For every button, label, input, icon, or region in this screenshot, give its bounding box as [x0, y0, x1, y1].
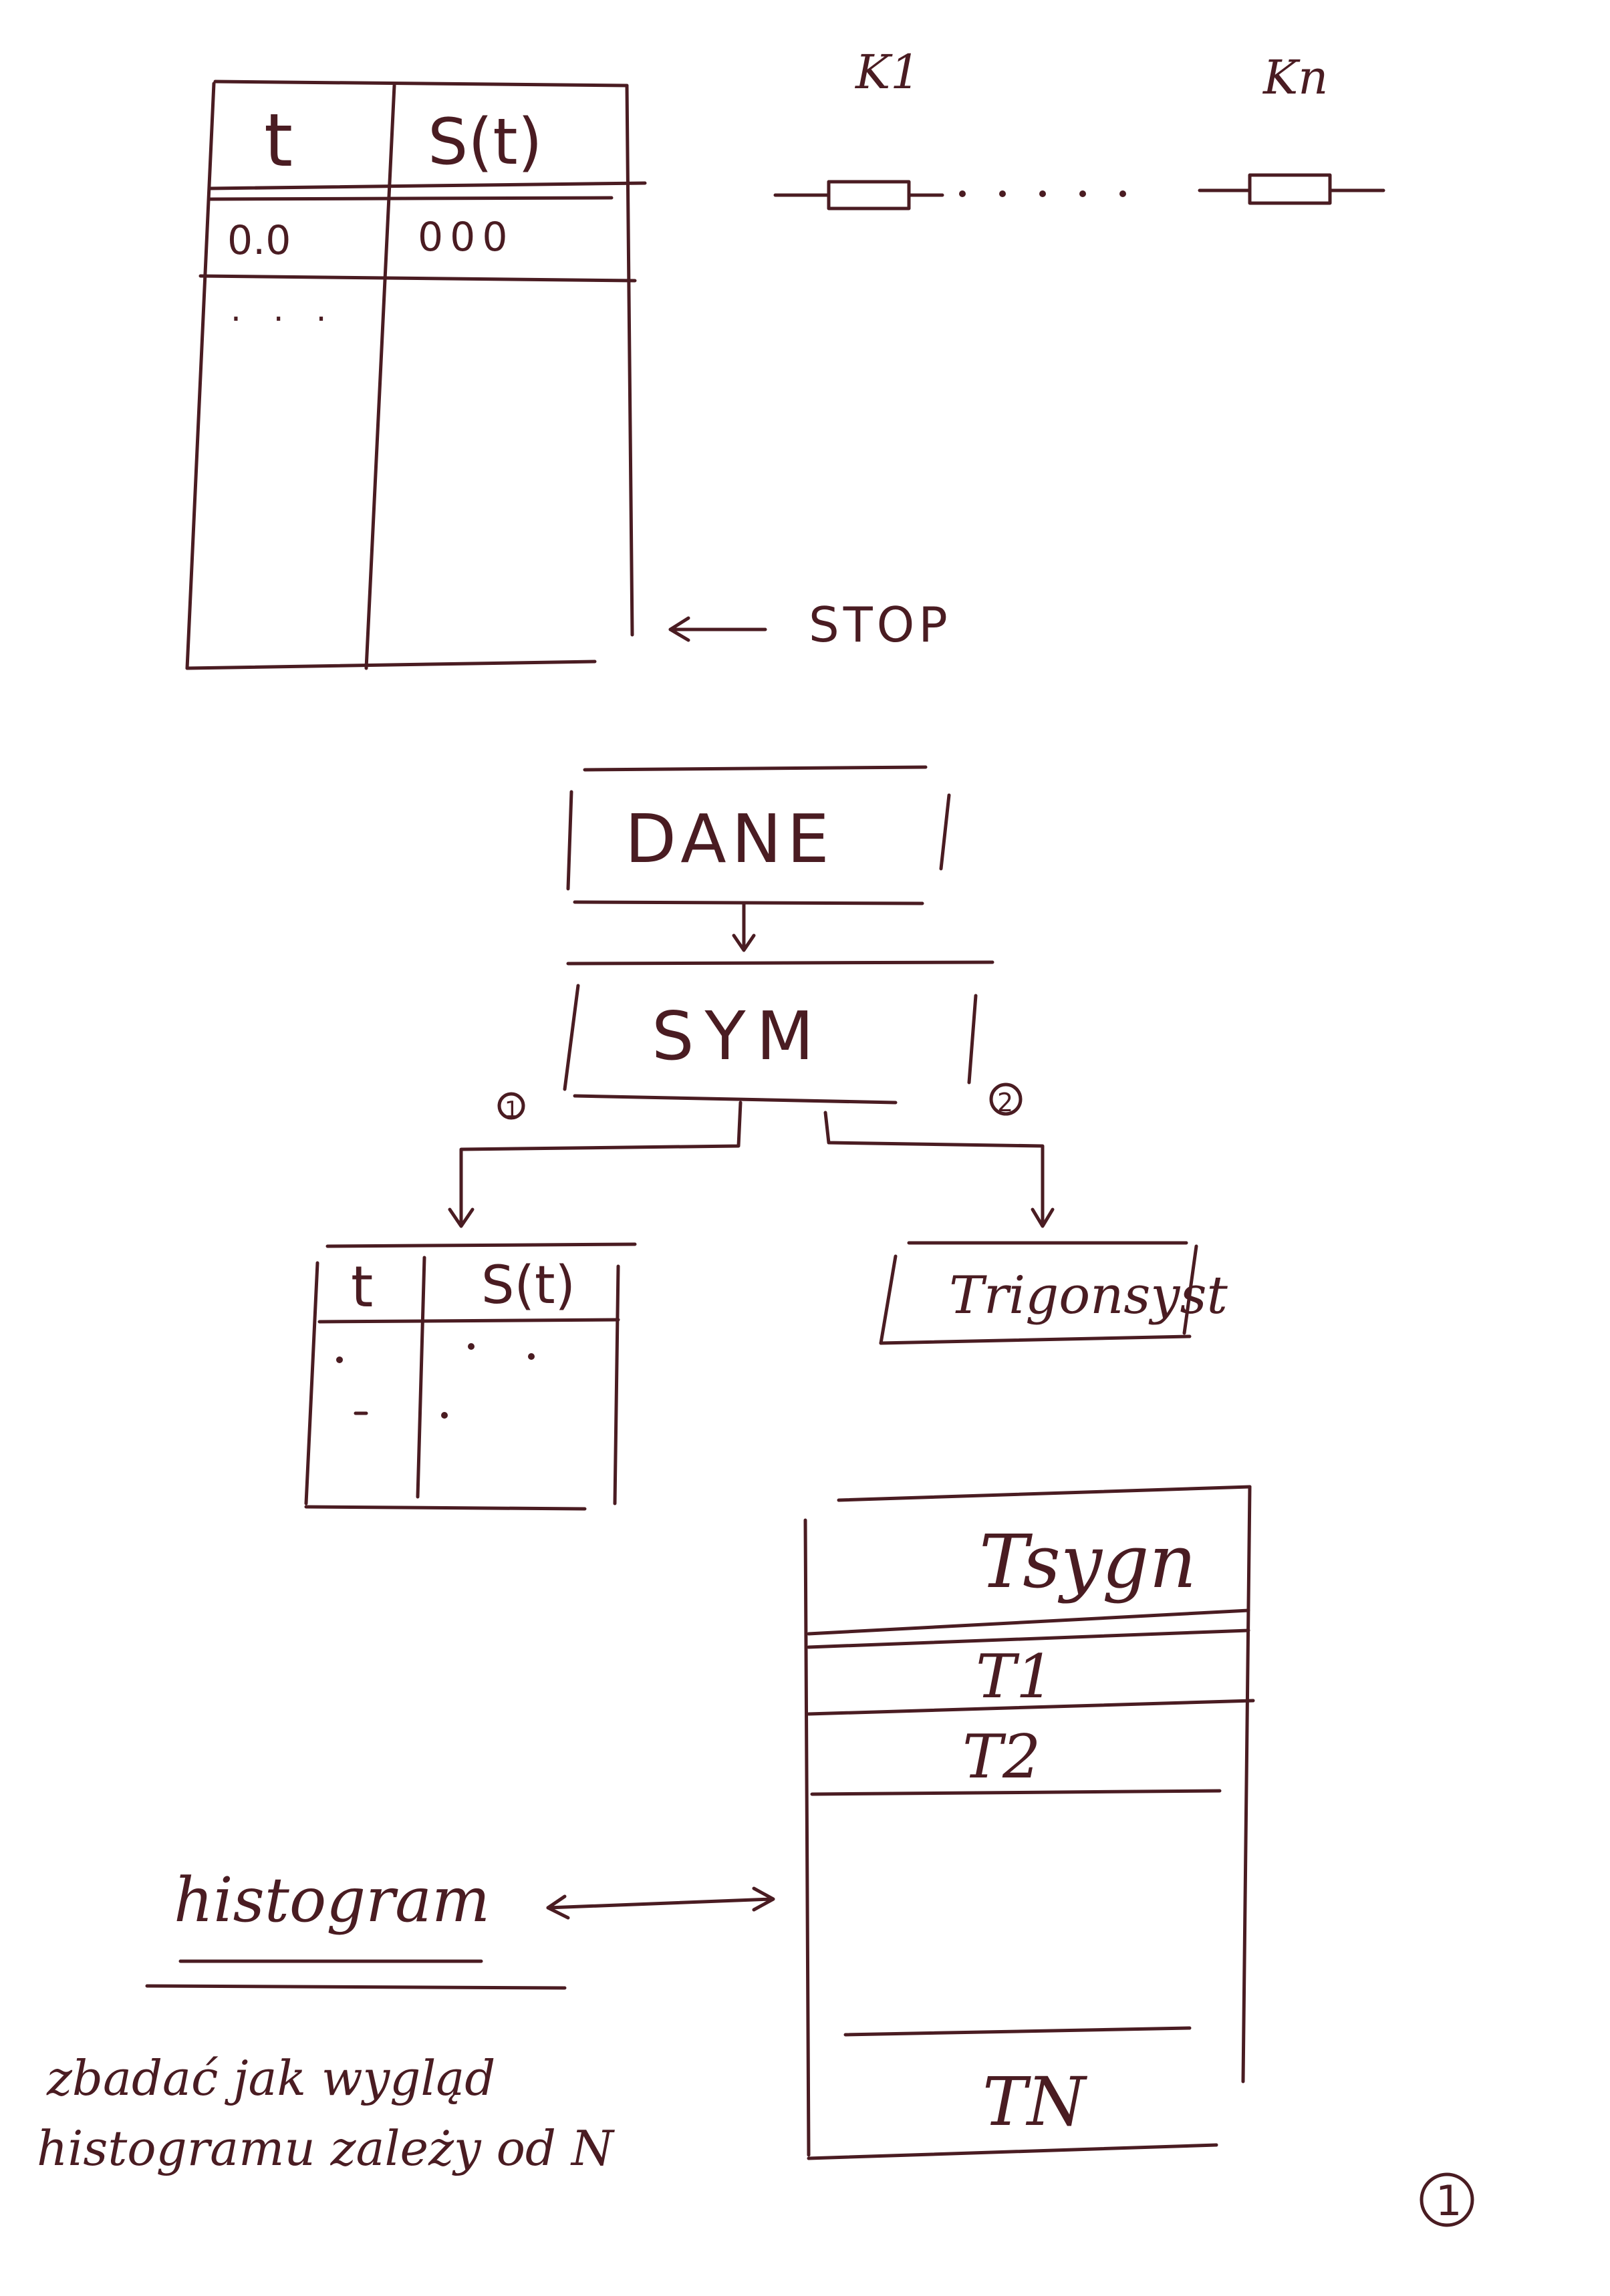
stop-label: STOP	[809, 597, 952, 653]
sym-box: SYM	[563, 960, 994, 1105]
small-table-header-t: t	[351, 1254, 373, 1320]
dane-box: DANE	[566, 765, 951, 905]
trigger-label: Trigonsyst	[949, 1266, 1228, 1326]
top-table-first-st: 000	[418, 214, 515, 261]
histogram-row-2: T2	[962, 1722, 1041, 1792]
branch-1-label: 1	[505, 1097, 519, 1123]
branch-1-marker	[497, 1092, 525, 1120]
resistor-right-label: Kn	[1262, 50, 1328, 105]
resistor-chain: K1 Kn	[773, 45, 1385, 210]
histogram-table: Tsygn T1 T2 TN	[803, 1485, 1255, 2160]
histogram-label: histogram	[174, 1864, 490, 1936]
branch-2-marker	[989, 1083, 1023, 1116]
note-line-2: histogramu zależy od N	[37, 2120, 616, 2176]
branch-connectors: 1 2	[448, 1083, 1055, 1228]
histogram-row-1: T1	[976, 1642, 1054, 1712]
dane-label: DANE	[625, 800, 835, 878]
trigger-box: Trigonsyst	[879, 1241, 1228, 1345]
note-line-1: zbadać jak wygląd	[46, 2050, 495, 2106]
top-table-first-t: 0.0	[227, 217, 291, 264]
top-table-header-t: t	[264, 98, 293, 183]
small-table: t S(t)	[304, 1242, 637, 1511]
page-number: 1	[1420, 2172, 1474, 2227]
page-number-label: 1	[1436, 2176, 1462, 2225]
histogram-row-n: TN	[982, 2063, 1088, 2141]
stop-annotation: STOP	[668, 597, 952, 653]
small-table-header-st: S(t)	[481, 1256, 575, 1316]
histogram-header: Tsygn	[979, 1519, 1196, 1604]
top-table-ellipsis: . . .	[231, 290, 337, 329]
top-table: t S(t) 0.0 000 . . .	[185, 80, 647, 670]
dane-to-sym-arrow	[732, 901, 756, 952]
top-table-header-st: S(t)	[428, 106, 543, 179]
note: zbadać jak wygląd histogramu zależy od N	[37, 2050, 616, 2176]
histogram-annotation: histogram	[145, 1864, 775, 1990]
resistor-left-body	[827, 180, 911, 210]
sym-label: SYM	[652, 997, 825, 1075]
resistor-right-body	[1248, 173, 1332, 205]
resistor-left-label: K1	[854, 45, 920, 100]
branch-2-label: 2	[997, 1088, 1013, 1117]
